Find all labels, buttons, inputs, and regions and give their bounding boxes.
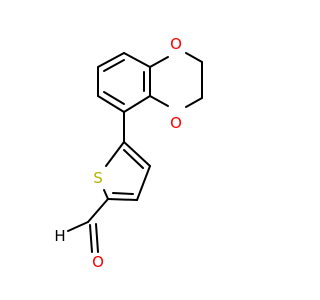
bond (107, 198, 138, 201)
oxygen-aldehyde-label: O (92, 253, 104, 271)
molecule-structure-diagram: O O S H O (54, 35, 203, 271)
bond (97, 95, 125, 113)
double-bond-inner (123, 149, 144, 169)
oxygen-bottom-label: O (170, 114, 182, 132)
double-bond-inner (103, 59, 125, 72)
bond (87, 198, 109, 223)
aldehyde-group (67, 198, 109, 253)
hydrogen-label: H (54, 227, 65, 245)
double-bond-inner (112, 192, 134, 195)
bond (136, 165, 151, 201)
oxygen-top-label: O (170, 35, 182, 53)
thiophene-ring (103, 141, 151, 201)
carbonyl-bond (95, 223, 99, 253)
bond (123, 52, 151, 68)
bond (185, 52, 203, 63)
sulfur-label: S (93, 169, 103, 187)
bond (123, 95, 151, 113)
bond (67, 221, 89, 232)
bond (97, 52, 125, 68)
carbonyl-bond (89, 224, 93, 253)
bond (149, 95, 169, 107)
double-bond-inner (103, 91, 125, 105)
bond (103, 189, 109, 200)
bond (149, 56, 169, 68)
benzene-ring (97, 52, 151, 113)
bond (105, 141, 125, 167)
bond (185, 97, 203, 108)
bond (123, 141, 151, 167)
dioxane-ring (149, 52, 203, 108)
